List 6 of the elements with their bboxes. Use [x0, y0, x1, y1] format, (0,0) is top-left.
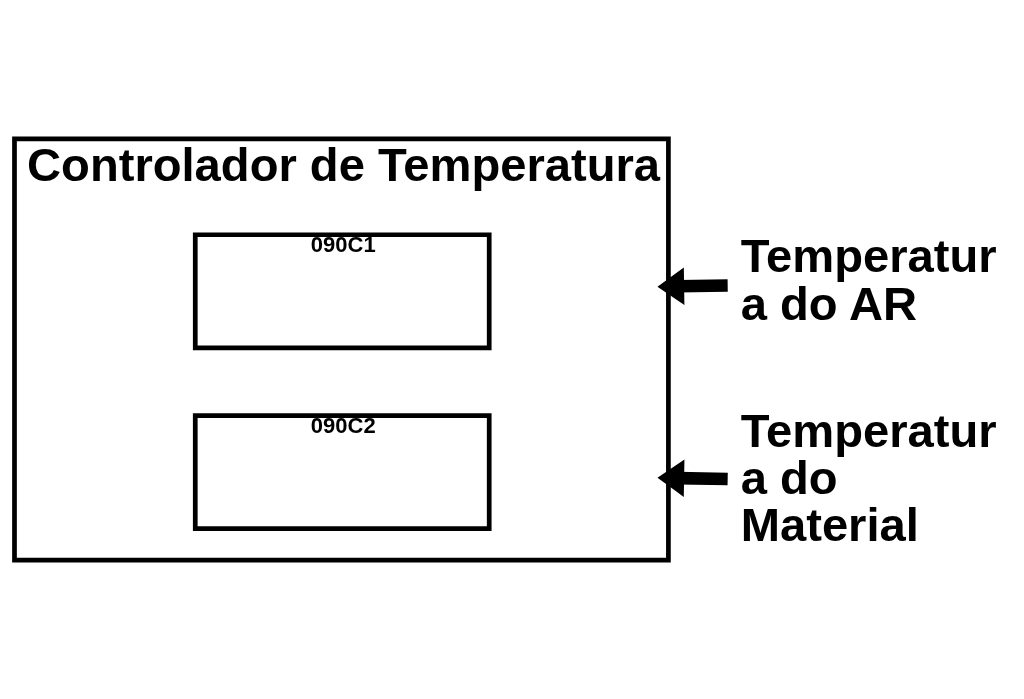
node-box: 090C2	[192, 413, 492, 532]
node-box: 090C1	[192, 232, 492, 351]
arrow	[657, 459, 728, 497]
node-text: Temperatur a do Material	[740, 403, 997, 552]
node-text: Temperatur a do AR	[740, 229, 997, 330]
arrow	[657, 267, 728, 305]
